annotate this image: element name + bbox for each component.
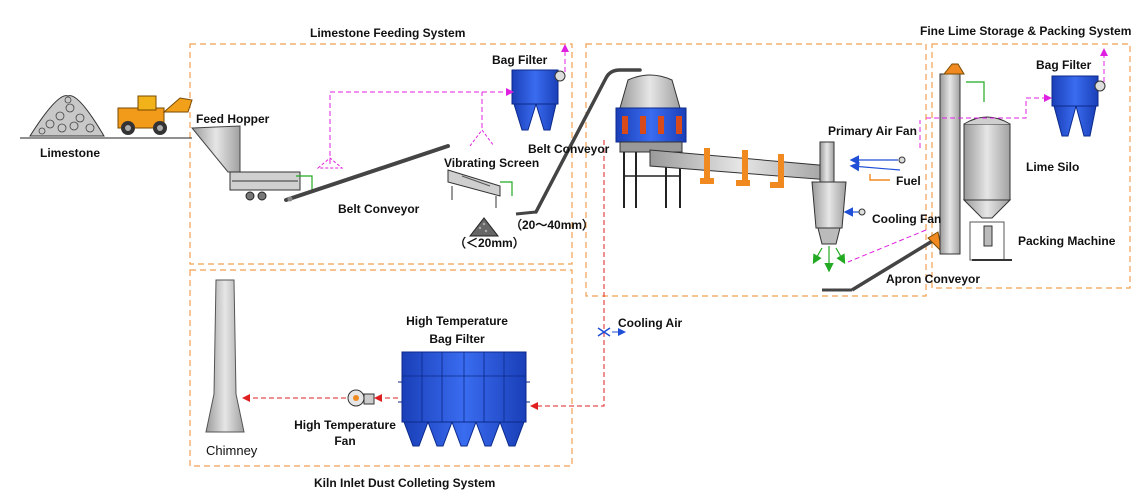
product-size-label: （20～40mm） bbox=[510, 218, 595, 232]
belt-conveyor-1 bbox=[284, 144, 450, 202]
storage-system-title: Fine Lime Storage & Packing System bbox=[920, 24, 1132, 38]
cooling-air-valve bbox=[597, 327, 626, 337]
cooling-fan-label: Cooling Fan bbox=[872, 212, 942, 226]
ht-bag-filter-label-line1: High Temperature bbox=[406, 314, 508, 328]
storage-system-frame bbox=[931, 43, 1131, 289]
belt-conveyor-2-label: Belt Conveyor bbox=[528, 142, 610, 156]
vibrating-screen bbox=[447, 169, 513, 208]
dust-system-title: Kiln Inlet Dust Colleting System bbox=[314, 476, 496, 490]
exhaust-gas-line bbox=[242, 140, 605, 410]
ht-fan-label-line1: High Temperature bbox=[294, 418, 396, 432]
feeding-system-title: Limestone Feeding System bbox=[310, 26, 466, 40]
kiln-supply-lines bbox=[843, 155, 906, 217]
wheel-loader bbox=[117, 95, 193, 135]
cooling-air-label: Cooling Air bbox=[618, 316, 683, 330]
packing-machine bbox=[969, 221, 1012, 261]
fuel-label: Fuel bbox=[896, 174, 921, 188]
belt-conveyor-1-label: Belt Conveyor bbox=[338, 202, 420, 216]
ht-fan-label-line2: Fan bbox=[334, 434, 356, 448]
preheater-tower bbox=[615, 74, 687, 208]
cooler bbox=[811, 141, 847, 273]
chimney-label: Chimney bbox=[206, 443, 258, 458]
lime-silo bbox=[962, 116, 1012, 219]
kiln-frame bbox=[585, 43, 927, 297]
limestone-pile bbox=[20, 95, 192, 139]
belt-conveyor-2 bbox=[515, 68, 642, 216]
feed-hopper bbox=[190, 125, 313, 201]
lime-silo-label: Lime Silo bbox=[1026, 160, 1080, 174]
bucket-elevator bbox=[939, 63, 985, 255]
bag-filter-2 bbox=[1051, 75, 1106, 137]
bag-filter-1 bbox=[511, 69, 566, 131]
fines-size-label: （＜20mm） bbox=[454, 236, 525, 250]
dust-system-frame bbox=[189, 269, 573, 467]
feeding-dust-lines bbox=[316, 44, 569, 169]
high-temperature-fan bbox=[347, 389, 375, 407]
primary-air-fan-label: Primary Air Fan bbox=[828, 124, 917, 138]
chimney bbox=[205, 279, 245, 433]
bag-filter-1-label: Bag Filter bbox=[492, 53, 548, 67]
apron-conveyor-label: Apron Conveyor bbox=[886, 272, 981, 286]
high-temperature-bag-filter bbox=[398, 351, 530, 447]
packing-machine-label: Packing Machine bbox=[1018, 234, 1116, 248]
limestone-label: Limestone bbox=[40, 146, 101, 160]
feed-hopper-label: Feed Hopper bbox=[196, 112, 270, 126]
section-frames bbox=[189, 43, 1131, 467]
storage-dust-lines bbox=[847, 48, 1108, 263]
bag-filter-2-label: Bag Filter bbox=[1036, 58, 1092, 72]
feeding-system-frame bbox=[189, 43, 573, 265]
rotary-kiln bbox=[649, 148, 831, 188]
vibrating-screen-label: Vibrating Screen bbox=[444, 156, 540, 170]
ht-bag-filter-label-line2: Bag Filter bbox=[429, 332, 485, 346]
fines-pile bbox=[468, 217, 500, 237]
apron-conveyor-belt bbox=[822, 231, 943, 292]
